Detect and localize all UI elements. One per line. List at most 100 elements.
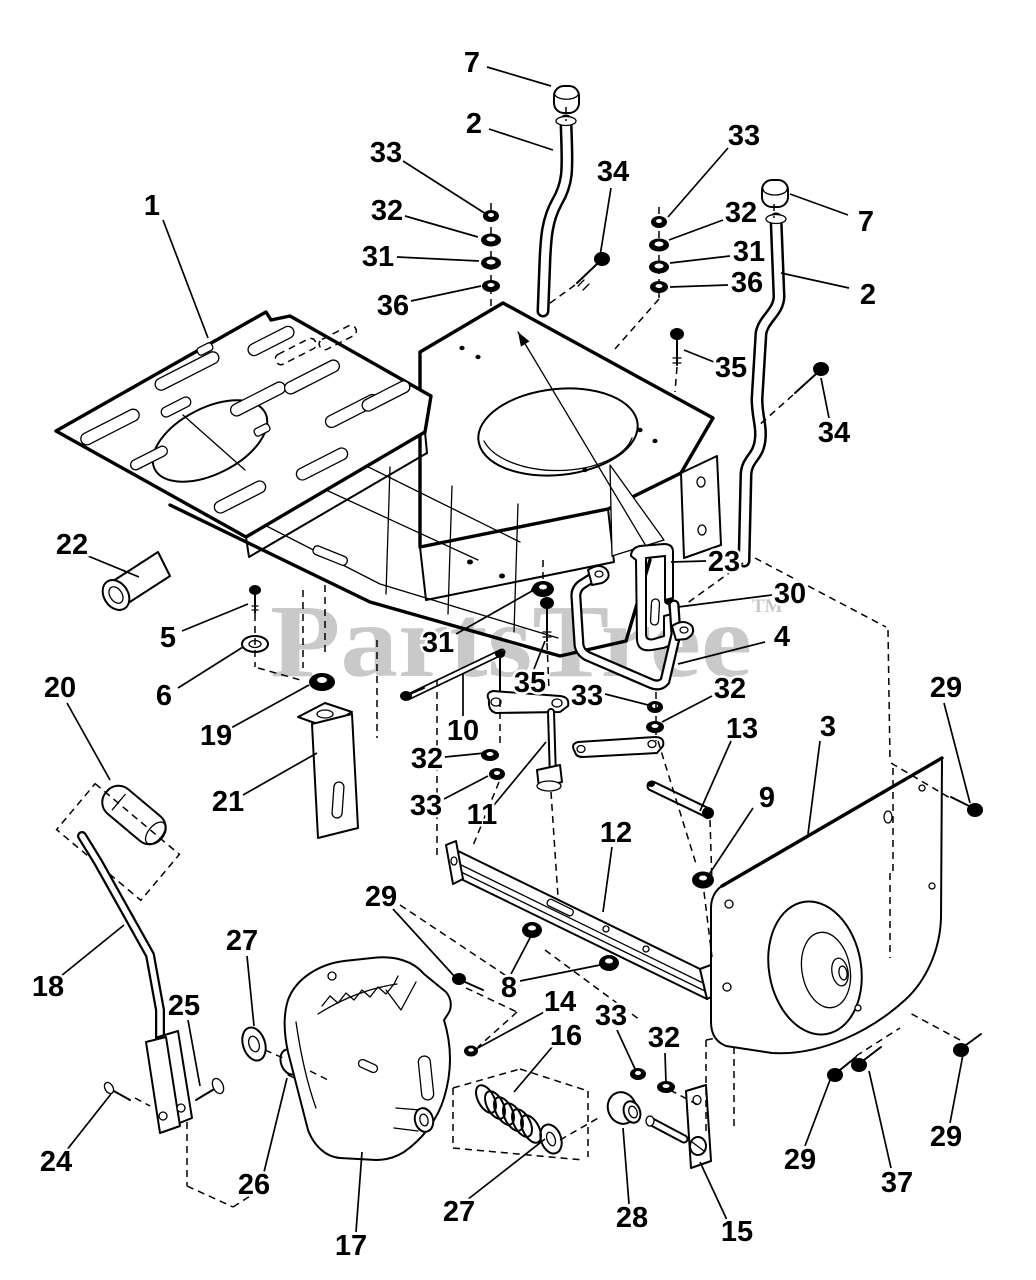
leader-line (60, 924, 125, 977)
callout-35: 35 (511, 640, 549, 702)
leader-line (664, 1052, 667, 1084)
bolt-34-left (545, 252, 610, 307)
callout-number: 33 (410, 790, 442, 822)
nut-14 (464, 1045, 478, 1057)
bolt-29-d (953, 1033, 982, 1057)
bushing-28 (606, 1091, 642, 1125)
callout-number: 29 (930, 1121, 962, 1153)
callout-number: 19 (200, 720, 232, 752)
washer-32-left-lower (481, 749, 499, 761)
callout-number: 27 (443, 1196, 475, 1228)
callout-27: 27 (440, 1138, 546, 1231)
callout-7: 7 (461, 45, 552, 87)
callout-33: 33 (667, 118, 763, 218)
leader-line (519, 963, 606, 982)
callout-20: 20 (41, 670, 111, 781)
callout-6: 6 (153, 646, 244, 715)
callout-1: 1 (141, 188, 209, 339)
lift-rod-left (536, 114, 577, 318)
callout-number: 8 (501, 972, 517, 1004)
leader-line (404, 215, 479, 238)
callout-23: 23 (670, 544, 743, 581)
callout-36: 36 (374, 285, 482, 325)
grip-20 (55, 782, 181, 902)
leader-line (263, 1077, 288, 1173)
leader-line (466, 1138, 546, 1201)
callout-37: 37 (868, 1070, 916, 1202)
plate-15 (685, 1034, 735, 1169)
callout-27: 27 (223, 923, 261, 1027)
leader-line (677, 594, 773, 608)
main-frame (168, 301, 722, 658)
callout-number: 4 (774, 621, 790, 653)
nut-33-center-right (647, 701, 663, 713)
callout-number: 29 (930, 672, 962, 704)
leader-line (780, 272, 850, 289)
bolt-29-b (950, 796, 983, 817)
callout-24: 24 (37, 1093, 112, 1181)
callout-number: 12 (600, 817, 632, 849)
leader-line (66, 702, 111, 781)
callout-number: 35 (715, 352, 747, 384)
flange-nut-31-center (532, 581, 554, 597)
leader-line (402, 160, 487, 215)
leader-line (599, 187, 612, 257)
leader-line (177, 646, 244, 689)
callout-number: 36 (731, 267, 763, 299)
leader-line (488, 128, 554, 151)
leader-line (513, 1045, 554, 1093)
leader-line (668, 219, 724, 241)
callout-number: 31 (362, 241, 394, 273)
callout-number: 22 (56, 529, 88, 561)
hardware-stack-left (481, 203, 501, 312)
callout-number: 14 (544, 986, 576, 1018)
callout-number: 29 (784, 1144, 816, 1176)
bolt-29-a (452, 973, 484, 991)
seat-plate (54, 310, 433, 558)
leader-line (396, 256, 480, 262)
leader-line (355, 1151, 363, 1233)
callout-number: 3 (820, 711, 836, 743)
leader-line (65, 1093, 112, 1152)
callout-7: 7 (789, 193, 877, 241)
callout-3: 3 (807, 709, 839, 835)
spring-16 (475, 1084, 542, 1144)
leader-line (230, 684, 310, 729)
leader-line (699, 1161, 728, 1221)
bolt-37 (851, 1046, 882, 1072)
callout-number: 33 (595, 1000, 627, 1032)
cover-plate-3 (710, 756, 944, 1055)
callout-21: 21 (209, 752, 318, 821)
leader-line (444, 752, 486, 758)
leader-line (410, 285, 482, 302)
callout-number: 26 (238, 1169, 270, 1201)
callout-29: 29 (362, 879, 456, 978)
callout-number: 34 (597, 156, 629, 188)
callout-number: 34 (818, 417, 850, 449)
bolt-35-center (540, 560, 554, 691)
pin-15 (645, 1115, 689, 1144)
leader-line (392, 908, 456, 978)
callout-number: 10 (447, 715, 479, 747)
leader-line (510, 935, 532, 975)
callout-16: 16 (513, 1018, 585, 1093)
callout-number: 2 (860, 279, 876, 311)
lever-18 (77, 831, 193, 1134)
callout-30: 30 (677, 576, 809, 613)
callout-number: 16 (550, 1020, 582, 1052)
spacer-tube-22 (101, 551, 171, 611)
callout-34: 34 (815, 377, 853, 452)
leader-line (604, 693, 653, 707)
leader-line (820, 377, 830, 419)
leader-line (699, 740, 732, 812)
nut-33-left-lower (489, 768, 505, 780)
leader-line (789, 193, 849, 216)
callout-number: 7 (858, 206, 874, 238)
leader-line (187, 1019, 201, 1087)
callout-36: 36 (669, 265, 766, 302)
callout-number: 13 (726, 713, 758, 745)
callout-number: 6 (156, 680, 172, 712)
callout-33: 33 (367, 135, 487, 215)
rod-10 (400, 648, 506, 701)
callout-number: 31 (422, 627, 454, 659)
